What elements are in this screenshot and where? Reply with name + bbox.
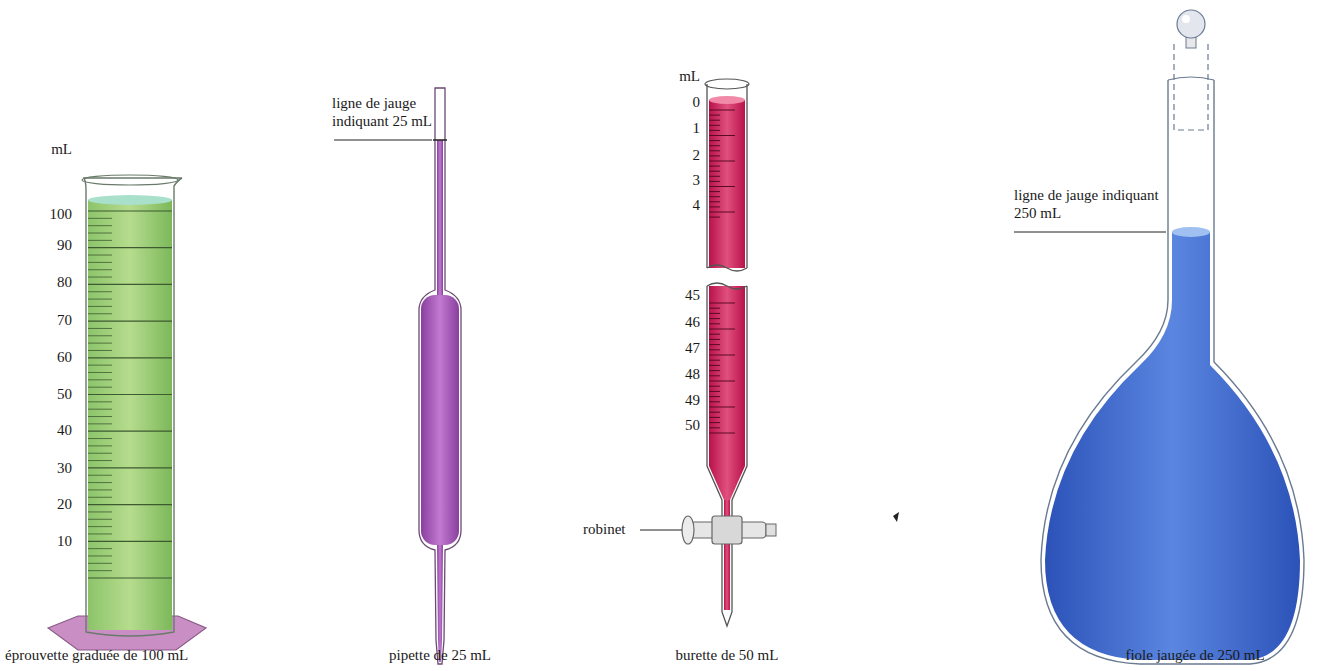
instrument-caption: fiole jaugée de 250 mL — [1125, 646, 1264, 664]
scale-number: 40 — [57, 421, 72, 439]
part-label: robinet — [583, 520, 626, 538]
scale-number: 10 — [57, 532, 72, 550]
scale-number: 45 — [685, 286, 700, 304]
scale-number: 70 — [57, 311, 72, 329]
scale-number: 60 — [57, 348, 72, 366]
gauge-line-label: ligne de jauge indiquant 250 mL — [1014, 186, 1159, 222]
graduated-cylinder — [48, 175, 206, 650]
scale-number: 47 — [685, 339, 700, 357]
burette — [640, 79, 899, 626]
scale-number: 4 — [693, 196, 701, 214]
scale-number: 1 — [693, 119, 701, 137]
gauge-line-label: ligne de jauge indiquant 25 mL — [332, 94, 467, 130]
volumetric-flask — [1014, 10, 1304, 664]
instrument-caption: éprouvette graduée de 100 mL — [5, 646, 188, 664]
volumetric-pipette — [334, 88, 461, 664]
leader-line — [640, 530, 682, 531]
scale-number: mL — [679, 67, 700, 85]
scale-number: 90 — [57, 236, 72, 254]
scale-number: 3 — [693, 171, 701, 189]
scale-number: 50 — [685, 416, 700, 434]
scale-number: mL — [51, 140, 72, 158]
scale-number: 80 — [57, 273, 72, 291]
scale-number: 100 — [50, 205, 73, 223]
leader-line — [1014, 232, 1166, 233]
instrument-caption: burette de 50 mL — [676, 646, 779, 664]
scale-number: 50 — [57, 385, 72, 403]
scale-number: 20 — [57, 495, 72, 513]
scale-number: 48 — [685, 365, 700, 383]
scale-number: 49 — [685, 391, 700, 409]
scale-number: 30 — [57, 459, 72, 477]
scale-number: 0 — [693, 93, 701, 111]
scale-number: 2 — [693, 146, 701, 164]
scale-number: 46 — [685, 313, 700, 331]
instrument-caption: pipette de 25 mL — [389, 646, 491, 664]
leader-line — [334, 140, 432, 141]
